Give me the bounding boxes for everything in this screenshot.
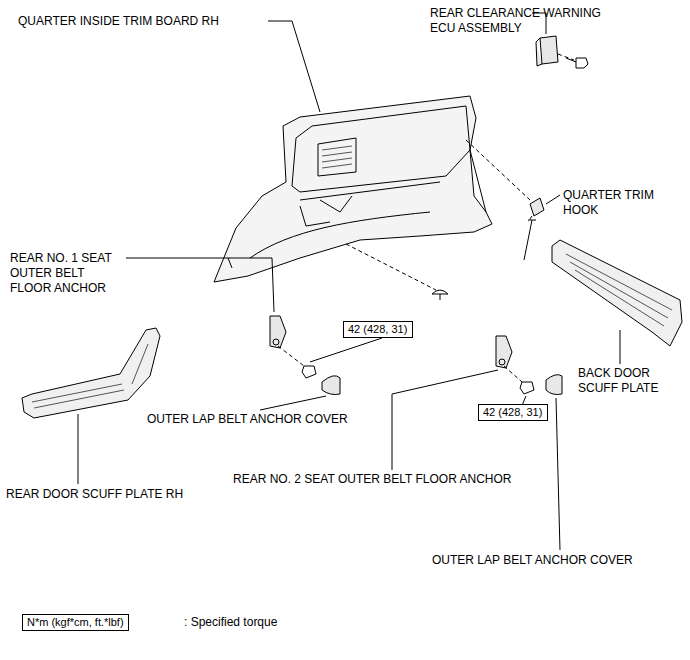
torque-value: N*m (kgf*cm, ft.*lbf) <box>27 616 124 629</box>
anchor-hole <box>499 359 505 365</box>
anchor-bolt <box>302 366 316 378</box>
anchor-hole <box>273 339 279 345</box>
part-name: OUTER LAP BELT ANCHOR COVER <box>147 412 377 427</box>
legend-note: : Specified torque <box>184 615 344 630</box>
leader-line <box>556 398 560 550</box>
leader-dash <box>558 54 574 60</box>
part-name: QUARTER INSIDE TRIM BOARD RH <box>18 14 278 29</box>
leader-dash <box>278 346 304 366</box>
belt-anchor <box>496 336 512 368</box>
leader-line <box>546 195 560 204</box>
scuff-ribs <box>566 254 672 326</box>
trim-grille <box>322 146 352 168</box>
part-name: REAR DOOR SCUFF PLATE RH <box>6 487 226 502</box>
torque-value: 42 (428, 31) <box>483 406 543 419</box>
part-name: OUTER LAP BELT ANCHOR COVER <box>432 553 672 568</box>
hook-screw <box>524 220 536 260</box>
trim-fold <box>470 150 486 212</box>
trim-clip <box>432 290 448 300</box>
leader-dash <box>504 366 522 382</box>
back-door-scuff-plate <box>552 240 682 346</box>
torque-box: N*m (kgf*cm, ft.*lbf) <box>22 614 129 631</box>
leader-dash <box>466 140 532 222</box>
leader-line <box>126 258 274 312</box>
torque-box: 42 (428, 31) <box>478 404 548 421</box>
anchor-bolt <box>520 382 534 394</box>
torque-box: 42 (428, 31) <box>343 321 413 338</box>
leader-line <box>78 414 79 484</box>
belt-anchor <box>270 316 286 348</box>
leader-dash <box>346 244 436 290</box>
leader-line <box>310 338 382 362</box>
ecu-body <box>536 36 558 66</box>
part-name: BACK DOOR SCUFF PLATE <box>578 366 678 396</box>
part-name: REAR NO. 2 SEAT OUTER BELT FLOOR ANCHOR <box>233 472 563 487</box>
part-name: QUARTER TRIM HOOK <box>563 188 663 218</box>
scuff-ribs <box>32 344 148 408</box>
outer-lap-cover <box>322 376 340 395</box>
trim-window <box>292 106 470 192</box>
trim-pocket <box>318 138 356 176</box>
trim-contour <box>228 182 440 268</box>
leader-line <box>260 396 326 410</box>
ecu-bolt <box>566 58 588 68</box>
trim-hook <box>530 198 544 216</box>
part-name: REAR NO. 1 SEAT OUTER BELT FLOOR ANCHOR <box>10 251 122 296</box>
leader-line <box>620 330 621 364</box>
torque-value: 42 (428, 31) <box>348 323 408 336</box>
rear-door-scuff-plate <box>22 328 160 418</box>
part-name: REAR CLEARANCE WARNING ECU ASSEMBLY <box>430 6 608 36</box>
leader-line <box>268 21 320 112</box>
trim-board <box>214 96 492 282</box>
outer-lap-cover <box>546 375 562 395</box>
